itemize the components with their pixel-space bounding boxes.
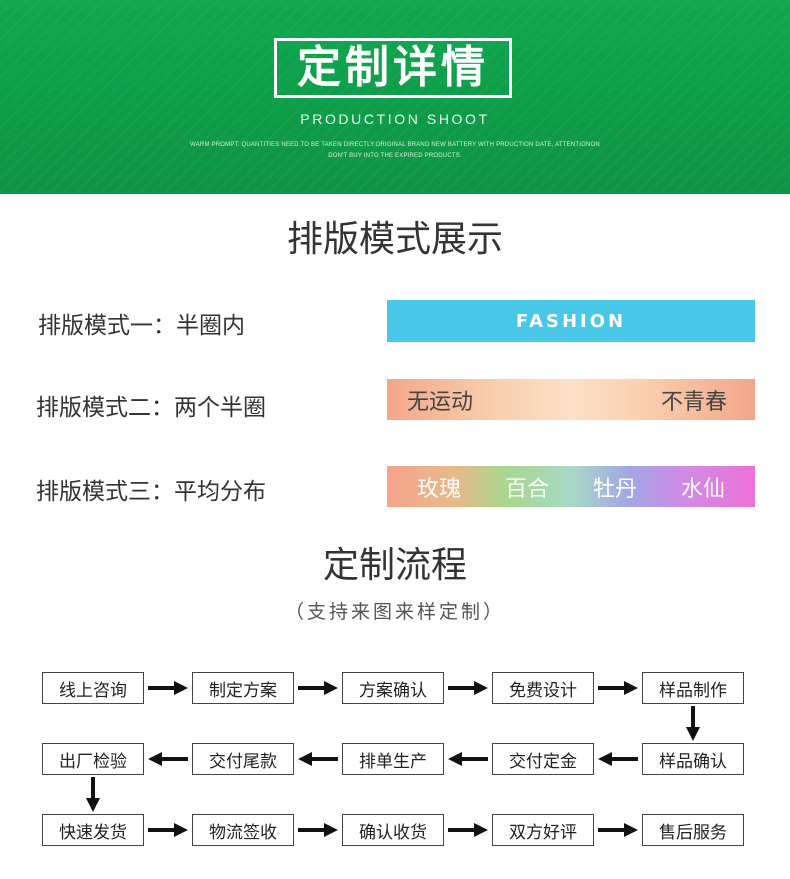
flow-step-2: 制定方案: [192, 672, 294, 704]
mode-1-word: FASHION: [515, 310, 627, 332]
banner-subtitle: PRODUCTION SHOOT: [300, 111, 490, 127]
warm-prompt-line-1: WARM PROMPT: QUANTITIES NEED TO BE TAKEN…: [190, 142, 600, 148]
flow-step-11: 快速发货: [42, 814, 144, 846]
arrow-left-icon: [598, 752, 638, 766]
mode-1-label: 排版模式一：半圈内: [38, 313, 245, 339]
mode-3-word-2: 百合: [504, 476, 549, 502]
arrow-right-icon: [148, 823, 188, 837]
flow-step-13: 确认收货: [342, 814, 444, 846]
arrow-right-icon: [148, 681, 188, 695]
mode-1-sample-bar: FASHION: [387, 300, 755, 342]
mode-2-word-left: 无运动: [407, 389, 474, 415]
arrow-right-icon: [448, 823, 488, 837]
mode-3-label: 排版模式三：平均分布: [36, 479, 266, 505]
flow-step-4: 免费设计: [492, 672, 594, 704]
flow-step-14: 双方好评: [492, 814, 594, 846]
flow-step-1: 线上咨询: [42, 672, 144, 704]
warm-prompt-line-2: DON'T BUY INTO THE EXPIRED PRODUCTS.: [328, 153, 462, 159]
header-banner: 定制详情 PRODUCTION SHOOT WARM PROMPT: QUANT…: [0, 0, 790, 194]
arrow-left-icon: [298, 752, 338, 766]
arrow-left-icon: [148, 752, 188, 766]
flow-step-15: 售后服务: [642, 814, 744, 846]
flow-step-6: 样品确认: [642, 743, 744, 775]
arrow-right-icon: [298, 823, 338, 837]
flow-step-7: 交付定金: [492, 743, 594, 775]
mode-3-word-3: 牡丹: [592, 476, 637, 502]
flow-step-8: 排单生产: [342, 743, 444, 775]
arrow-left-icon: [448, 752, 488, 766]
arrow-down-icon: [686, 706, 700, 741]
process-section-subtitle: （支持来图来样定制）: [284, 601, 505, 623]
flow-step-5: 样品制作: [642, 672, 744, 704]
warm-prompt: WARM PROMPT: QUANTITIES NEED TO BE TAKEN…: [180, 140, 610, 162]
mode-2-label: 排版模式二：两个半圈: [36, 395, 266, 421]
mode-2-word-right: 不青春: [660, 389, 727, 415]
title-frame: 定制详情: [274, 38, 512, 98]
flow-step-10: 出厂检验: [42, 743, 144, 775]
arrow-right-icon: [448, 681, 488, 695]
page-title: 定制详情: [297, 42, 489, 93]
process-section-title: 定制流程: [322, 545, 467, 586]
arrow-right-icon: [598, 681, 638, 695]
mode-3-word-4: 水仙: [680, 476, 725, 502]
mode-3-sample-bar: 玫瑰 百合 牡丹 水仙: [387, 466, 755, 507]
layout-section-title: 排版模式展示: [286, 219, 503, 260]
arrow-right-icon: [598, 823, 638, 837]
flow-step-12: 物流签收: [192, 814, 294, 846]
flow-step-9: 交付尾款: [192, 743, 294, 775]
mode-3-word-1: 玫瑰: [416, 476, 461, 502]
arrow-down-icon: [86, 777, 100, 812]
arrow-right-icon: [298, 681, 338, 695]
mode-2-sample-bar: 无运动 不青春: [387, 379, 755, 420]
flow-step-3: 方案确认: [342, 672, 444, 704]
